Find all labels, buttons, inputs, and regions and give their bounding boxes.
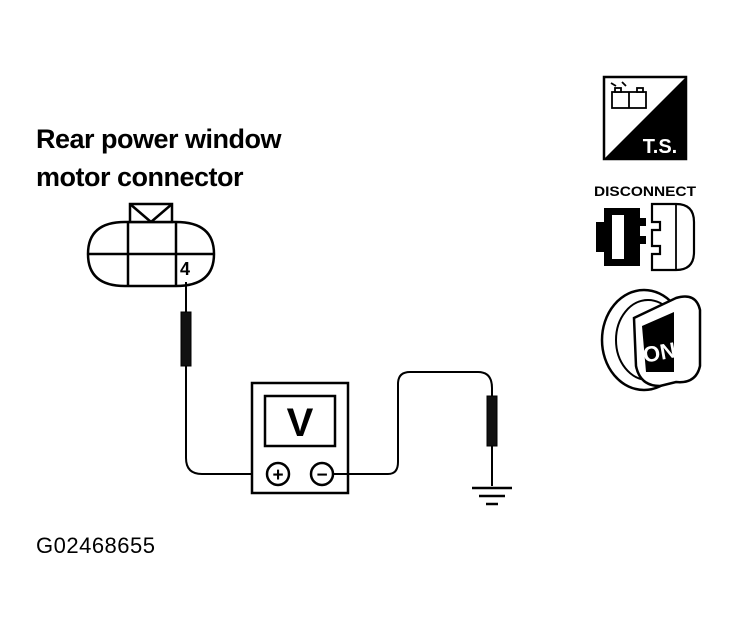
motor-connector [86, 202, 216, 288]
connector-latch-mark [150, 203, 173, 223]
probe-handle [486, 395, 498, 447]
connector-title-line-2: motor connector [36, 162, 244, 192]
ts-label: T.S. [643, 136, 677, 158]
ignition-on-label: ON [641, 337, 678, 367]
voltmeter-unit: V [287, 401, 314, 445]
connector-latch [128, 202, 174, 224]
disconnect-icon [596, 202, 696, 272]
connector-latch-mark [129, 203, 152, 223]
terminal-number: 4 [180, 259, 190, 279]
ignition-key-icon: ON [600, 288, 702, 392]
voltmeter-display [263, 394, 337, 448]
figure-id: G02468655 [36, 533, 156, 558]
positive-probe [180, 282, 263, 475]
ground-icon [472, 486, 512, 506]
negative-symbol: − [316, 465, 327, 486]
probe-lead [333, 371, 493, 475]
connector-title-line-1: Rear power window [36, 124, 282, 154]
positive-terminal [265, 461, 291, 487]
negative-probe [333, 371, 498, 486]
battery-icon [610, 81, 647, 109]
positive-symbol: + [272, 465, 283, 486]
probe-lead [185, 457, 263, 475]
disconnect-label: DISCONNECT [594, 183, 696, 199]
probe-handle [180, 311, 192, 367]
test-strip-icon: T.S. [602, 75, 688, 161]
voltmeter: V + − [250, 381, 350, 495]
